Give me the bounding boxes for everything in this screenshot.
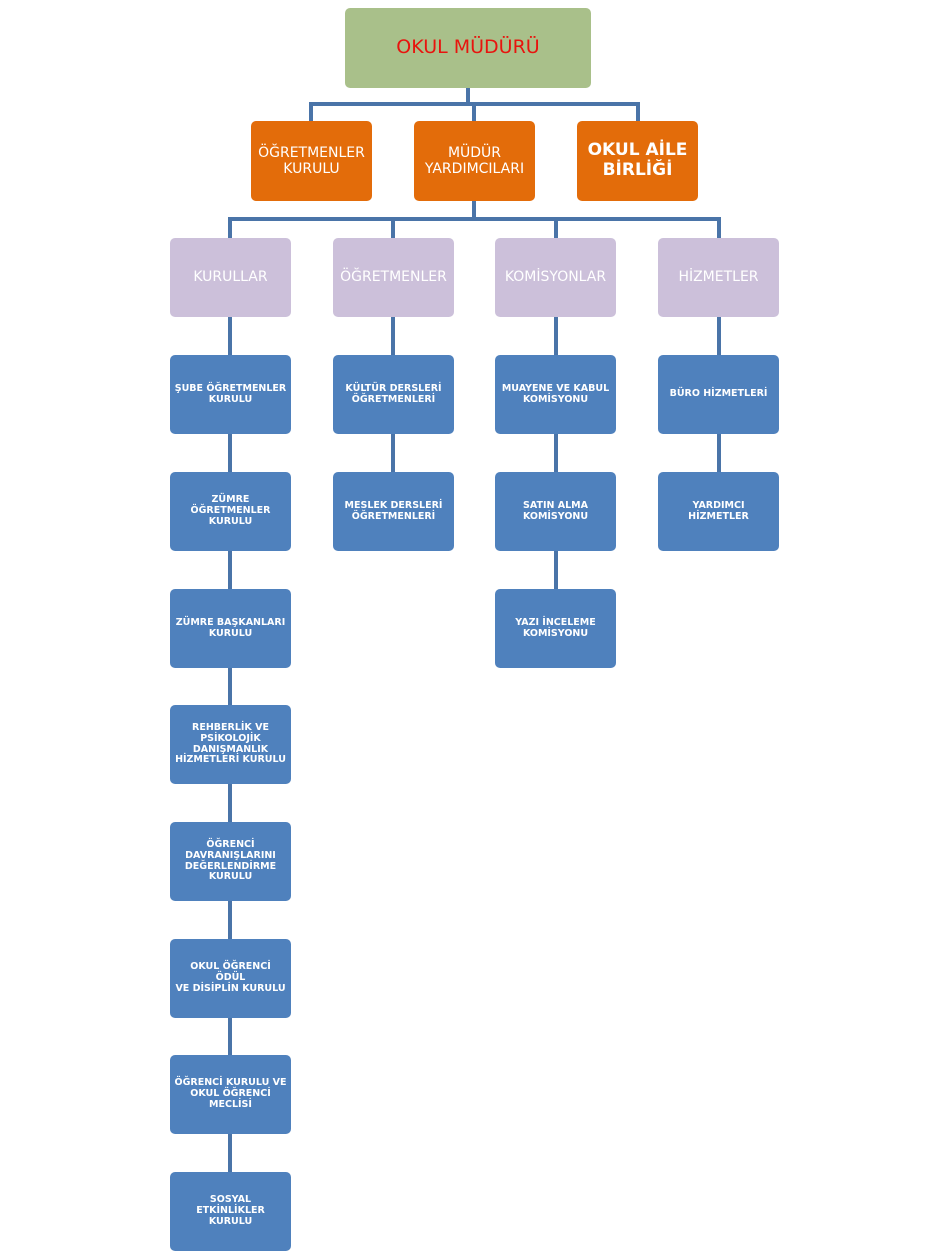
node-label: YAZI İNCELEME KOMİSYONU: [515, 616, 596, 639]
node-ogrenci-davranislari-kurulu: ÖĞRENCİ DAVRANIŞLARINI DEĞERLENDİRME KUR…: [170, 822, 291, 901]
header-hizmetler: HİZMETLER: [658, 238, 779, 317]
node-ogretmenler-kurulu: ÖĞRETMENLER KURULU: [251, 121, 372, 201]
node-sosyal-etkinlikler-kurulu: SOSYAL ETKİNLİKLER KURULU: [170, 1172, 291, 1251]
header-label: HİZMETLER: [678, 269, 759, 286]
header-label: ÖĞRETMENLER: [340, 269, 447, 286]
node-label: MUAYENE VE KABUL KOMİSYONU: [501, 382, 610, 405]
node-label: MÜDÜR YARDIMCILARI: [424, 144, 525, 177]
node-label: YARDIMCI HİZMETLER: [688, 499, 749, 522]
node-label: ZÜMRE BAŞKANLARI KURULU: [175, 616, 286, 639]
header-ogretmenler: ÖĞRETMENLER: [333, 238, 454, 317]
node-kultur-dersleri-ogretmenleri: KÜLTÜR DERSLERİ ÖĞRETMENLERİ: [333, 355, 454, 434]
node-label: ÖĞRENCİ DAVRANIŞLARINI DEĞERLENDİRME KUR…: [184, 838, 277, 883]
node-label: SATIN ALMA KOMİSYONU: [522, 499, 589, 522]
node-buro-hizmetleri: BÜRO HİZMETLERİ: [658, 355, 779, 434]
node-zumre-baskanlari-kurulu: ZÜMRE BAŞKANLARI KURULU: [170, 589, 291, 668]
node-mudur-yardimcilari: MÜDÜR YARDIMCILARI: [414, 121, 535, 201]
root-node-okul-muduru: OKUL MÜDÜRÜ: [345, 8, 591, 88]
root-node-label: OKUL MÜDÜRÜ: [396, 36, 540, 59]
node-label: REHBERLİK VE PSİKOLOJİK DANIŞMANLIK HİZM…: [175, 721, 286, 766]
node-label: OKUL AİLE BİRLİĞİ: [587, 140, 688, 180]
node-label: BÜRO HİZMETLERİ: [669, 388, 768, 400]
header-label: KURULLAR: [193, 269, 268, 286]
node-label: ÖĞRENCİ KURULU VE OKUL ÖĞRENCİ MECLİSİ: [174, 1077, 287, 1110]
node-sube-ogretmenler-kurulu: ŞUBE ÖĞRETMENLER KURULU: [170, 355, 291, 434]
node-ogrenci-meclisi: ÖĞRENCİ KURULU VE OKUL ÖĞRENCİ MECLİSİ: [170, 1055, 291, 1134]
header-komisyonlar: KOMİSYONLAR: [495, 238, 616, 317]
node-muayene-kabul-komisyonu: MUAYENE VE KABUL KOMİSYONU: [495, 355, 616, 434]
node-label: ZÜMRE ÖĞRETMENLER KURULU: [190, 494, 271, 527]
node-satin-alma-komisyonu: SATIN ALMA KOMİSYONU: [495, 472, 616, 551]
header-kurullar: KURULLAR: [170, 238, 291, 317]
node-label: MESLEK DERSLERİ ÖĞRETMENLERİ: [344, 499, 443, 522]
node-rehberlik-kurulu: REHBERLİK VE PSİKOLOJİK DANIŞMANLIK HİZM…: [170, 705, 291, 784]
node-label: OKUL ÖĞRENCİ ÖDÜL VE DİSİPLİN KURULU: [175, 961, 286, 994]
node-yazi-inceleme-komisyonu: YAZI İNCELEME KOMİSYONU: [495, 589, 616, 668]
node-odul-disiplin-kurulu: OKUL ÖĞRENCİ ÖDÜL VE DİSİPLİN KURULU: [170, 939, 291, 1018]
node-meslek-dersleri-ogretmenleri: MESLEK DERSLERİ ÖĞRETMENLERİ: [333, 472, 454, 551]
node-label: ÖĞRETMENLER KURULU: [258, 144, 365, 177]
header-label: KOMİSYONLAR: [504, 269, 607, 286]
node-label: SOSYAL ETKİNLİKLER KURULU: [196, 1194, 265, 1227]
node-label: KÜLTÜR DERSLERİ ÖĞRETMENLERİ: [345, 382, 442, 405]
node-yardimci-hizmetler: YARDIMCI HİZMETLER: [658, 472, 779, 551]
node-zumre-ogretmenler-kurulu: ZÜMRE ÖĞRETMENLER KURULU: [170, 472, 291, 551]
node-label: ŞUBE ÖĞRETMENLER KURULU: [174, 382, 287, 405]
node-okul-aile-birligi: OKUL AİLE BİRLİĞİ: [577, 121, 698, 201]
